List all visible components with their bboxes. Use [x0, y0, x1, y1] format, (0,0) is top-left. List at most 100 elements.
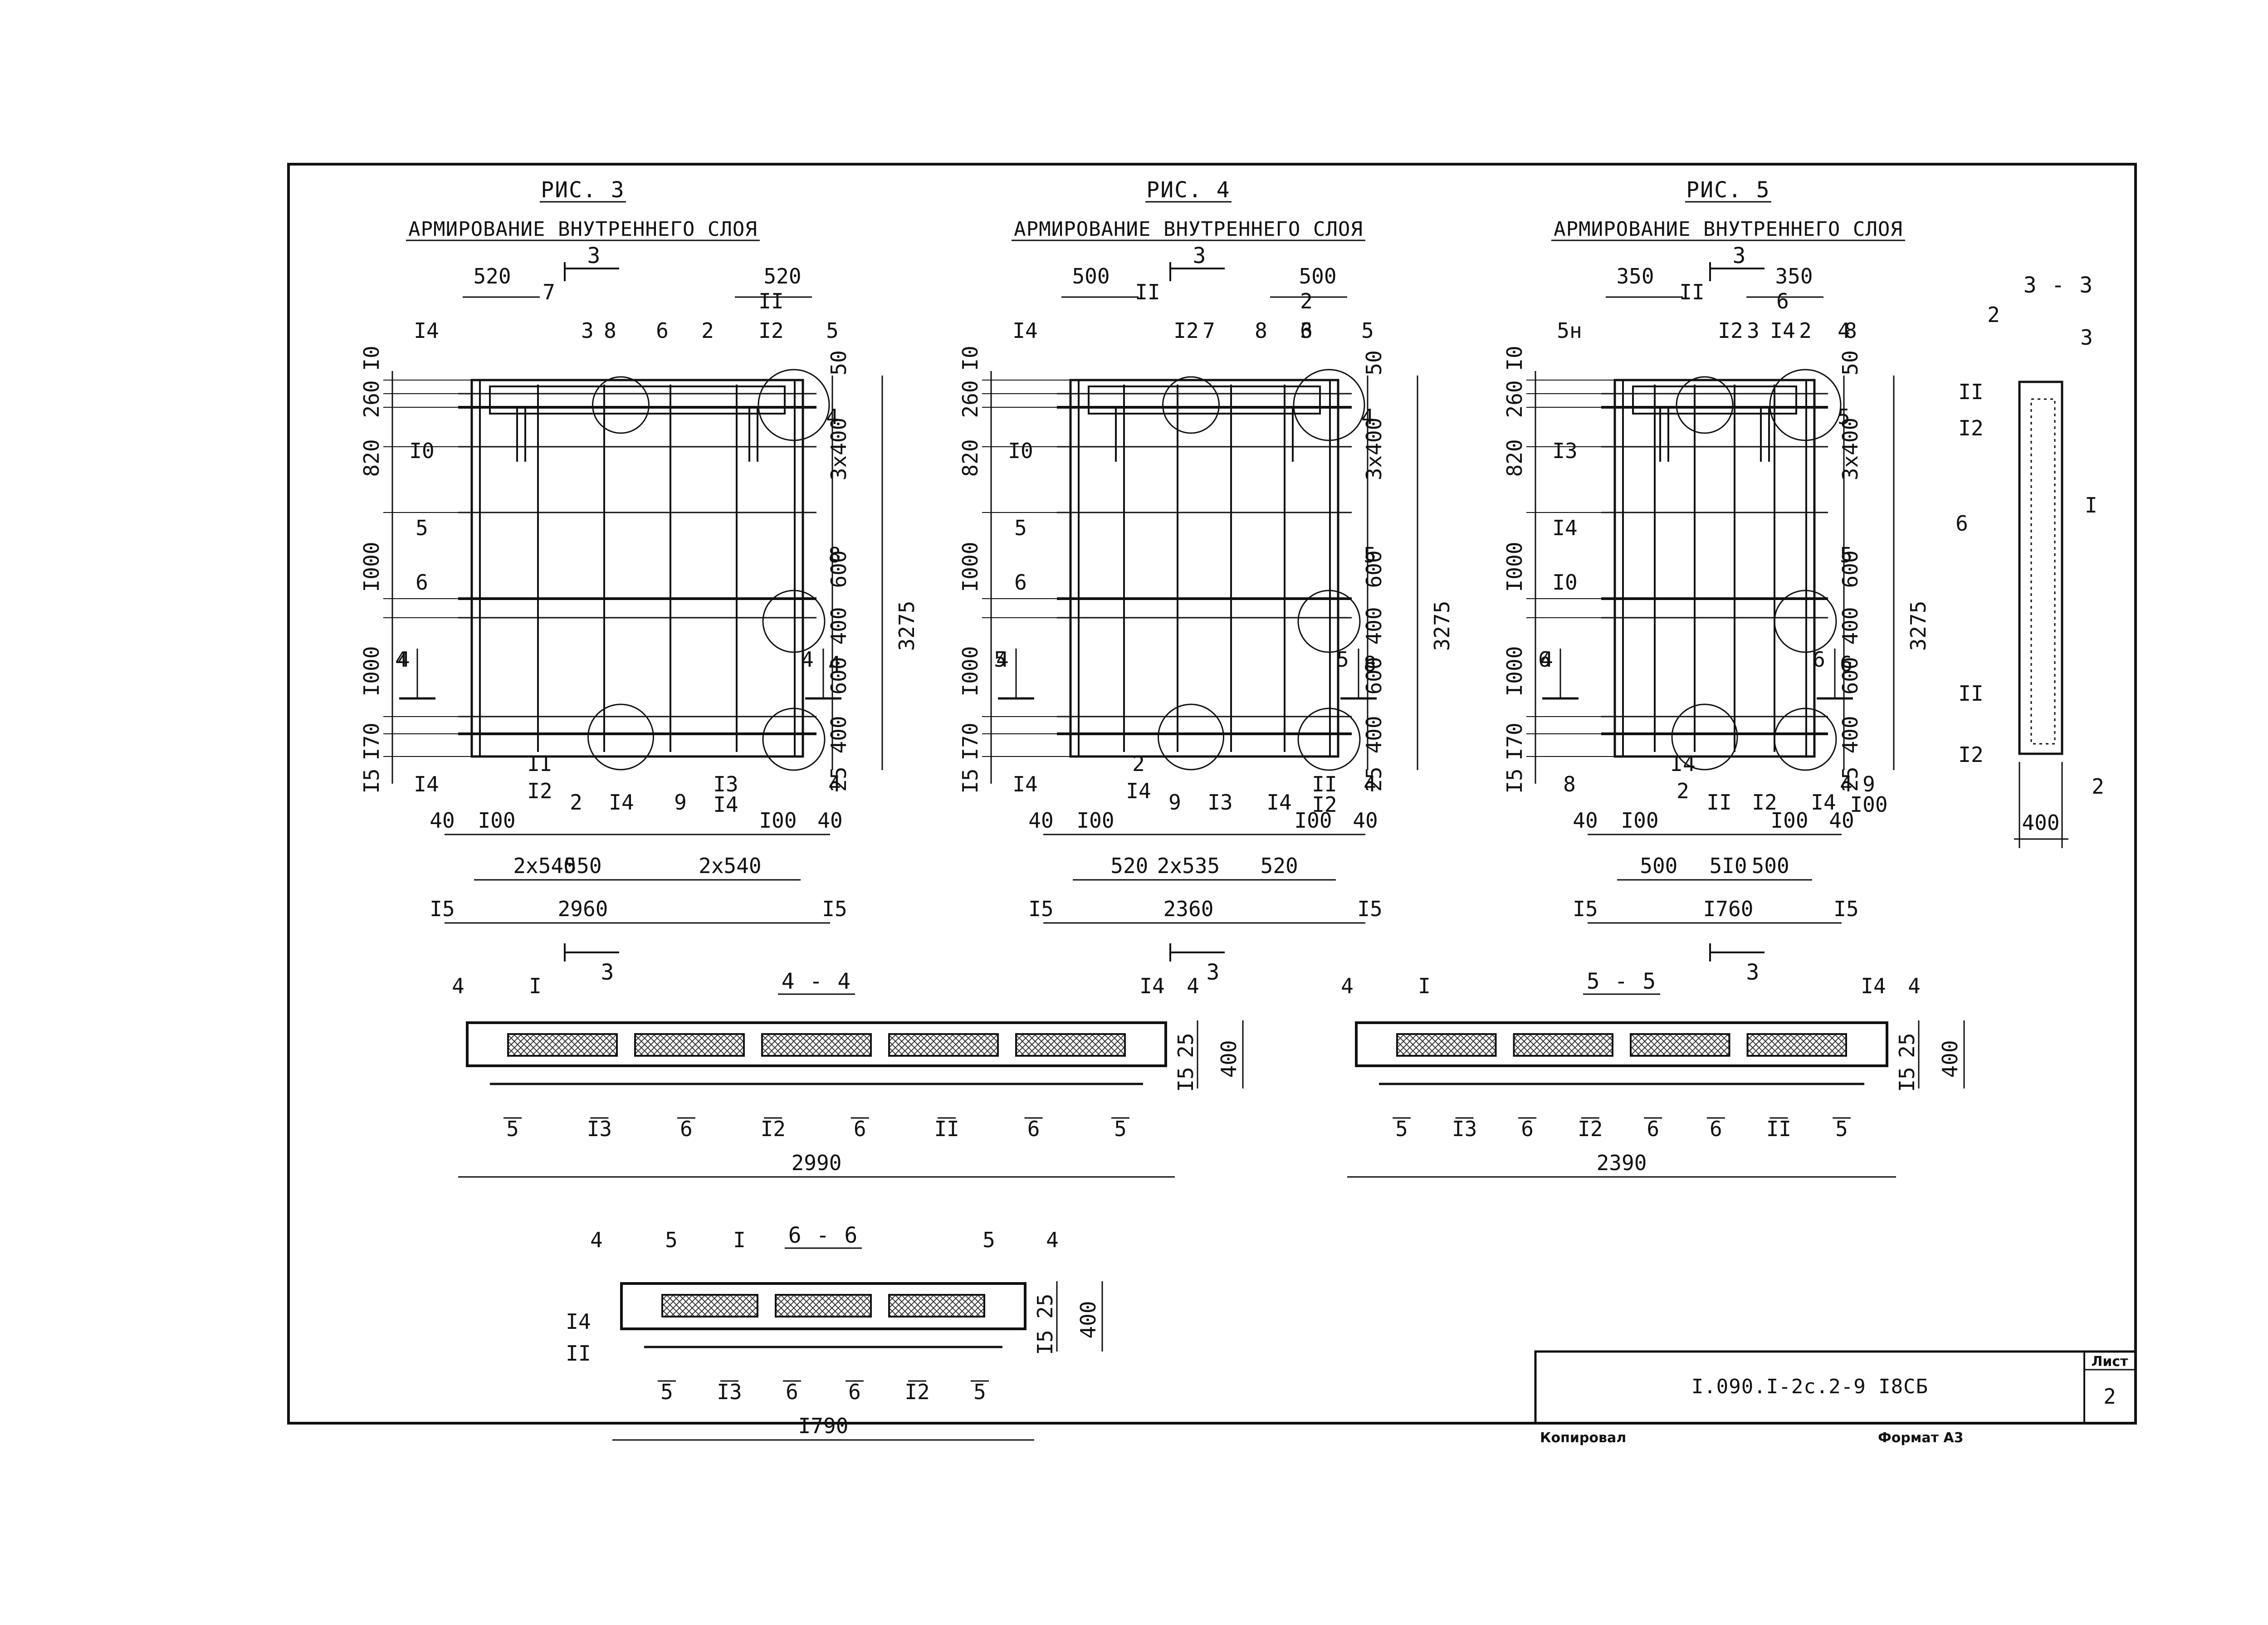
figure-caption: АРМИРОВАНИЕ ВНУТРЕННЕГО СЛОЯ [1554, 218, 1903, 241]
position-label: 9 [1862, 772, 1875, 796]
position-label: 8 [604, 318, 616, 343]
section-marker: 5 [1336, 647, 1349, 672]
insulation-cell [888, 1294, 985, 1318]
depth-dim: 25 [1033, 1293, 1057, 1318]
position-label: 2 [701, 318, 714, 343]
bottom-dim: 40 [1829, 808, 1854, 833]
top-right-dim: 520 [763, 264, 801, 288]
total-width-dim: I760 [1703, 897, 1754, 921]
right-dim: 25 [826, 766, 851, 791]
bottom-dim: 40 [1573, 808, 1598, 833]
bottom-label: 5 [1835, 1117, 1848, 1141]
left-dim: I70 [958, 722, 982, 760]
position-label: 2 [1677, 779, 1689, 803]
depth-dim: 400 [1938, 1040, 1962, 1078]
position-label: I [2085, 493, 2097, 517]
figure-title: РИС. 5 [1686, 177, 1770, 203]
drawing-frame [287, 163, 2137, 1425]
right-dim: 600 [826, 550, 851, 588]
position-label: 6 [1300, 318, 1313, 343]
bottom-label: 5 [506, 1117, 519, 1141]
section-marker: 5 [994, 647, 1007, 672]
top-label: I [1418, 974, 1431, 998]
position-label: 4 [1364, 772, 1376, 796]
right-dim: 3x400 [1362, 418, 1386, 480]
position-label: I3 [1552, 439, 1577, 463]
section-marker: 4 [801, 647, 814, 672]
depth-dim: 400 [1076, 1301, 1100, 1338]
bottom-dim: 520 [1261, 854, 1298, 878]
cut-label: 3 [1746, 960, 1760, 985]
right-dim: 600 [1838, 657, 1862, 694]
figure-caption: АРМИРОВАНИЕ ВНУТРЕННЕГО СЛОЯ [1014, 218, 1363, 241]
total-width-dim: I790 [798, 1414, 849, 1438]
right-dim: 50 [1362, 350, 1386, 375]
position-label: I2 [1958, 742, 1983, 767]
edge-dim: I5 [430, 897, 455, 921]
position-label: 5 [1364, 543, 1376, 567]
edge-dim: I5 [1833, 897, 1858, 921]
detail-circle [592, 376, 650, 434]
detail-circle [1671, 703, 1738, 771]
bottom-label: 6 [854, 1117, 866, 1141]
depth-dim: 25 [1895, 1033, 1919, 1058]
bottom-label: I2 [904, 1380, 929, 1404]
position-label: 5 [1014, 516, 1027, 540]
detail-circle [1293, 369, 1365, 441]
insulation-cell [634, 1033, 745, 1057]
edge-dim: I5 [1357, 897, 1382, 921]
left-dim: I000 [958, 646, 982, 697]
position-label: I4 [713, 792, 738, 817]
position-label: 2 [1799, 318, 1812, 343]
right-dim: 600 [1838, 550, 1862, 588]
position-label: 7 [1202, 318, 1215, 343]
position-label: 8 [1563, 772, 1576, 796]
left-dim: I0 [1502, 346, 1527, 371]
left-dim: 260 [1502, 380, 1527, 418]
figure-title: РИС. 3 [541, 177, 625, 203]
right-dim: 400 [826, 607, 851, 644]
bottom-label: 5 [660, 1380, 673, 1404]
left-dim: I000 [958, 542, 982, 592]
position-label: II [1958, 681, 1983, 706]
left-dim: I000 [1502, 646, 1527, 697]
position-label: I0 [409, 439, 434, 463]
position-label: I4 [414, 318, 439, 343]
position-label: 5 [1840, 543, 1853, 567]
position-label: 2 [1132, 752, 1145, 776]
bottom-dim: I00 [1294, 808, 1332, 833]
insulation-cell [1396, 1033, 1497, 1057]
detail-circle [1774, 708, 1837, 771]
bottom-label: I3 [1452, 1117, 1477, 1141]
position-label: 2 [2092, 774, 2104, 799]
section-outline [620, 1282, 1026, 1330]
bottom-dim: 40 [1353, 808, 1378, 833]
bottom-label: 6 [848, 1380, 861, 1404]
top-label: 5 [665, 1228, 678, 1252]
top-label: I [529, 974, 542, 998]
detail-circle [1774, 590, 1837, 653]
position-label: 5 [1361, 318, 1374, 343]
bottom-dim: 2x540 [513, 854, 576, 878]
detail-circle [587, 703, 654, 771]
right-dim: 25 [1838, 766, 1862, 791]
bottom-label: I3 [717, 1380, 742, 1404]
position-label: 6 [1955, 511, 1968, 536]
position-label: 8 [1844, 318, 1857, 343]
position-label: 5 [1838, 405, 1850, 429]
position-label: I4 [1012, 772, 1037, 796]
detail-circle [1297, 590, 1361, 653]
position-label: 7 [543, 280, 555, 304]
position-label: I3 [1207, 790, 1232, 815]
position-label: I4 [1266, 790, 1291, 815]
position-label: II [1312, 772, 1337, 796]
position-label: I2 [1173, 318, 1198, 343]
figure-caption: АРМИРОВАНИЕ ВНУТРЕННЕГО СЛОЯ [408, 218, 758, 241]
height-dim: 3275 [894, 601, 919, 651]
bottom-label: 5 [1395, 1117, 1408, 1141]
position-label: 8 [1364, 652, 1376, 676]
depth-dim: 25 [1173, 1033, 1198, 1058]
